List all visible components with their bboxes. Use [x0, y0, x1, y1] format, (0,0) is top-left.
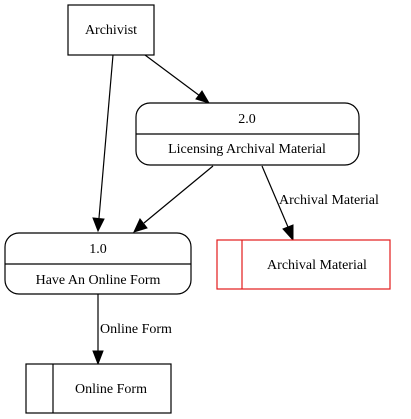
process-1-label: Have An Online Form: [36, 273, 161, 288]
edge-p2-to-archival: [261, 165, 294, 242]
process-1: 1.0 Have An Online Form: [4, 232, 192, 295]
process-2: 2.0 Licensing Archival Material: [135, 102, 360, 166]
datastore-archival-label: Archival Material: [267, 258, 367, 273]
datastore-archival-material: Archival Material: [216, 239, 391, 290]
edge-archivist-to-p2: [144, 54, 211, 104]
edge-archivist-to-p1: [92, 54, 114, 233]
edge-p2-to-p1: [133, 165, 214, 233]
edge-p1-to-online-form: [92, 294, 104, 366]
entity-archivist-label: Archivist: [85, 23, 137, 38]
datastore-online-form: Online Form: [25, 363, 172, 414]
process-1-id: 1.0: [89, 242, 107, 257]
edge-label-online-form: Online Form: [100, 322, 172, 337]
edge-label-archival-material: Archival Material: [279, 193, 379, 208]
process-2-label: Licensing Archival Material: [168, 142, 326, 157]
datastore-online-form-label: Online Form: [75, 382, 147, 397]
process-2-id: 2.0: [238, 112, 256, 127]
entity-archivist: Archivist: [67, 4, 155, 56]
